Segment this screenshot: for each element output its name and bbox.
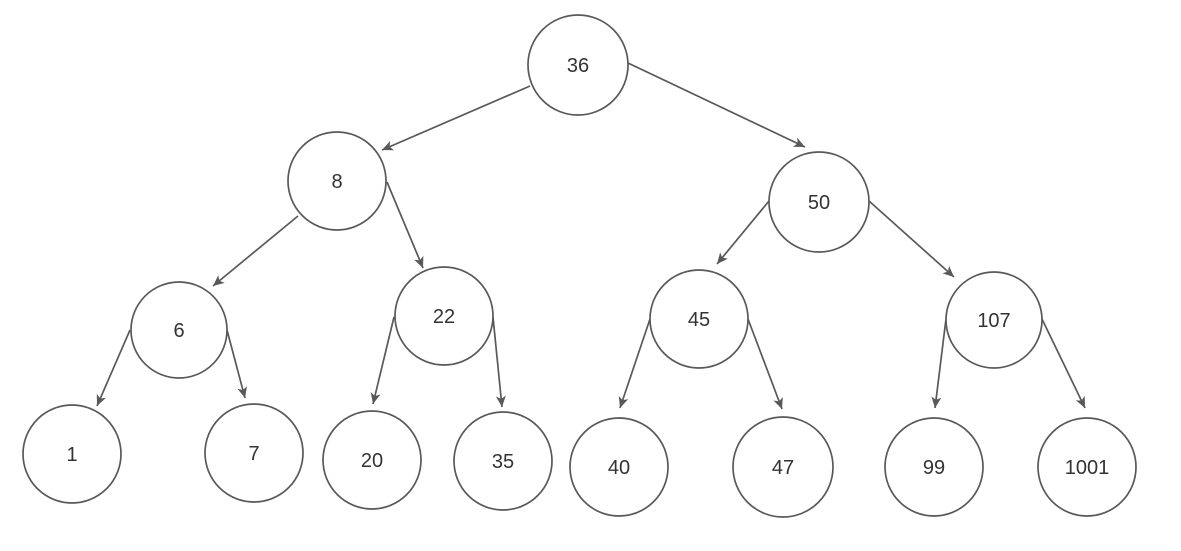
edge-107-99 (931, 318, 947, 409)
edge-8-6 (212, 215, 299, 287)
node-circle-22 (394, 266, 494, 366)
edge-6-7 (226, 329, 248, 399)
node-circle-40 (569, 417, 669, 517)
edge-107-1001 (1041, 318, 1086, 409)
node-7: 7 (204, 403, 304, 503)
node-99: 99 (884, 417, 984, 517)
node-label-6: 6 (173, 320, 184, 342)
node-circle-8 (287, 131, 387, 231)
node-45: 45 (649, 269, 749, 369)
edge-45-47 (747, 318, 783, 410)
node-circle-99 (884, 417, 984, 517)
node-6: 6 (130, 281, 228, 379)
node-40: 40 (569, 417, 669, 517)
node-label-1: 1 (66, 444, 77, 466)
node-36: 36 (527, 14, 629, 116)
node-label-107: 107 (977, 310, 1010, 332)
edge-36-8 (381, 85, 531, 151)
edge-36-50 (627, 62, 806, 148)
node-20: 20 (322, 410, 422, 510)
node-label-36: 36 (567, 55, 589, 77)
edge-22-35 (492, 316, 506, 408)
edge-45-40 (618, 318, 651, 409)
node-circle-36 (527, 14, 629, 116)
edges-layer (96, 62, 1086, 410)
nodes-layer: 36 8 50 6 22 45 107 1 7 20 35 40 47 99 1001 (22, 14, 1137, 518)
node-label-35: 35 (492, 451, 514, 473)
node-circle-7 (204, 403, 304, 503)
node-label-47: 47 (772, 457, 794, 479)
node-label-45: 45 (688, 309, 710, 331)
edge-50-45 (716, 200, 770, 265)
node-label-50: 50 (808, 192, 830, 214)
edge-22-20 (370, 316, 395, 405)
node-label-20: 20 (361, 450, 383, 472)
node-label-8: 8 (331, 171, 342, 193)
node-circle-45 (649, 269, 749, 369)
node-label-99: 99 (923, 457, 945, 479)
node-50: 50 (768, 151, 870, 253)
node-circle-1 (22, 404, 122, 504)
node-47: 47 (732, 416, 834, 518)
node-107: 107 (945, 271, 1043, 369)
node-35: 35 (453, 411, 553, 511)
node-circle-20 (322, 410, 422, 510)
node-label-1001: 1001 (1065, 457, 1110, 479)
node-circle-107 (945, 271, 1043, 369)
node-circle-1001 (1037, 417, 1137, 517)
node-8: 8 (287, 131, 387, 231)
node-circle-6 (130, 281, 228, 379)
edge-6-1 (96, 329, 131, 407)
node-circle-47 (732, 416, 834, 518)
node-22: 22 (394, 266, 494, 366)
edge-8-22 (386, 181, 424, 269)
edge-50-107 (868, 200, 955, 278)
node-label-40: 40 (608, 457, 630, 479)
node-circle-50 (768, 151, 870, 253)
node-1001: 1001 (1037, 417, 1137, 517)
node-circle-35 (453, 411, 553, 511)
node-label-7: 7 (248, 443, 259, 465)
node-label-22: 22 (433, 306, 455, 328)
node-1: 1 (22, 404, 122, 504)
